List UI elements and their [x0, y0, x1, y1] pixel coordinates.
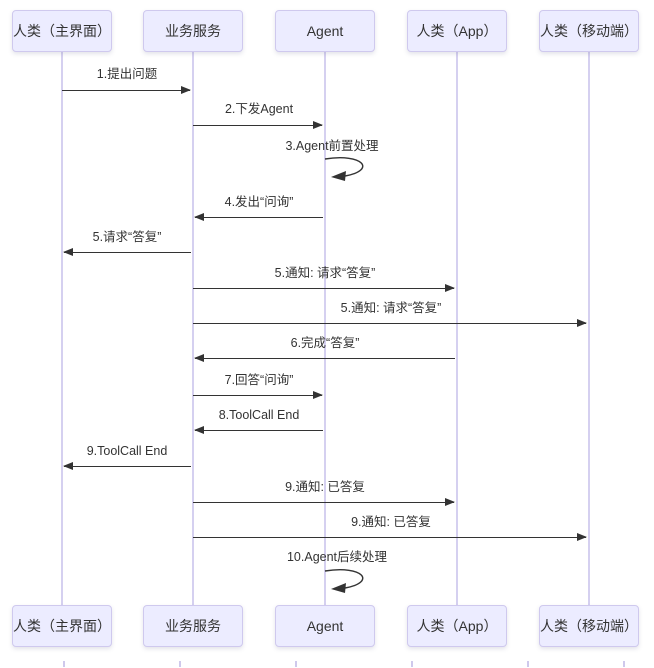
self-loop-arrow-icon	[324, 157, 364, 181]
bottom-tick-mark	[63, 661, 65, 667]
actor-bottom-human-app: 人类（App）	[407, 605, 507, 647]
message-12-arrow	[193, 498, 455, 506]
arrowhead-right-icon	[445, 498, 455, 506]
bottom-tick-mark	[623, 661, 625, 667]
self-loop-arrow-icon	[324, 569, 364, 593]
message-8-arrow	[194, 354, 455, 362]
arrowhead-right-icon	[181, 86, 191, 94]
actor-label: 业务服务	[165, 23, 221, 39]
message-1-label: 1.提出问题	[96, 67, 158, 81]
actor-label: Agent	[306, 618, 344, 634]
bottom-tick-mark	[179, 661, 181, 667]
message-5-label: 5.请求“答复”	[92, 230, 162, 244]
actor-label: 人类（App）	[416, 618, 498, 634]
actor-bottom-agent: Agent	[275, 605, 375, 647]
actor-top-human-mobile: 人类（移动端）	[539, 10, 639, 52]
actor-label: 人类（App）	[416, 23, 498, 39]
message-11-label: 9.ToolCall End	[86, 444, 168, 458]
actor-label: 业务服务	[165, 618, 221, 634]
lifeline-human-main	[61, 52, 63, 605]
message-7-label: 5.通知: 请求“答复”	[340, 301, 442, 315]
actor-bottom-human-mobile: 人类（移动端）	[539, 605, 639, 647]
message-4-label: 4.发出“问询”	[224, 195, 294, 209]
actor-label: Agent	[306, 23, 344, 39]
message-10-arrow	[194, 426, 323, 434]
message-14-label: 10.Agent后续处理	[286, 550, 388, 564]
message-7-arrow	[193, 319, 587, 327]
message-2-label: 2.下发Agent	[224, 102, 294, 116]
lifeline-business-service	[192, 52, 194, 605]
arrowhead-left-icon	[194, 426, 204, 434]
arrowhead-right-icon	[445, 284, 455, 292]
lifeline-agent	[324, 52, 326, 605]
arrowhead-left-icon	[194, 354, 204, 362]
actor-label: 人类（移动端）	[540, 23, 638, 39]
actor-top-agent: Agent	[275, 10, 375, 52]
message-8-label: 6.完成“答复”	[290, 336, 360, 350]
arrowhead-right-icon	[313, 391, 323, 399]
message-2-arrow	[193, 121, 323, 129]
message-3-label: 3.Agent前置处理	[285, 139, 379, 153]
actor-label: 人类（主界面）	[13, 618, 111, 634]
arrowhead-left-icon	[63, 248, 73, 256]
actor-top-human-main: 人类（主界面）	[12, 10, 112, 52]
message-4-arrow	[194, 213, 323, 221]
actor-bottom-business-service: 业务服务	[143, 605, 243, 647]
message-11-arrow	[63, 462, 191, 470]
message-6-arrow	[193, 284, 455, 292]
actor-bottom-human-main: 人类（主界面）	[12, 605, 112, 647]
bottom-tick-mark	[295, 661, 297, 667]
bottom-tick-mark	[527, 661, 529, 667]
actor-label: 人类（移动端）	[540, 618, 638, 634]
message-13-label: 9.通知: 已答复	[351, 515, 431, 529]
arrowhead-left-icon	[194, 213, 204, 221]
message-6-label: 5.通知: 请求“答复”	[274, 266, 376, 280]
actor-label: 人类（主界面）	[13, 23, 111, 39]
arrowhead-right-icon	[577, 319, 587, 327]
message-10-label: 8.ToolCall End	[218, 408, 300, 422]
message-1-arrow	[62, 86, 191, 94]
lifeline-human-mobile	[588, 52, 590, 605]
actor-top-human-app: 人类（App）	[407, 10, 507, 52]
lifeline-human-app	[456, 52, 458, 605]
arrowhead-right-icon	[577, 533, 587, 541]
message-12-label: 9.通知: 已答复	[285, 480, 365, 494]
bottom-tick-mark	[411, 661, 413, 667]
actor-top-business-service: 业务服务	[143, 10, 243, 52]
arrowhead-left-icon	[63, 462, 73, 470]
message-9-label: 7.回答“问询”	[224, 373, 294, 387]
arrowhead-right-icon	[313, 121, 323, 129]
message-9-arrow	[193, 391, 323, 399]
message-5-arrow	[63, 248, 191, 256]
message-13-arrow	[193, 533, 587, 541]
